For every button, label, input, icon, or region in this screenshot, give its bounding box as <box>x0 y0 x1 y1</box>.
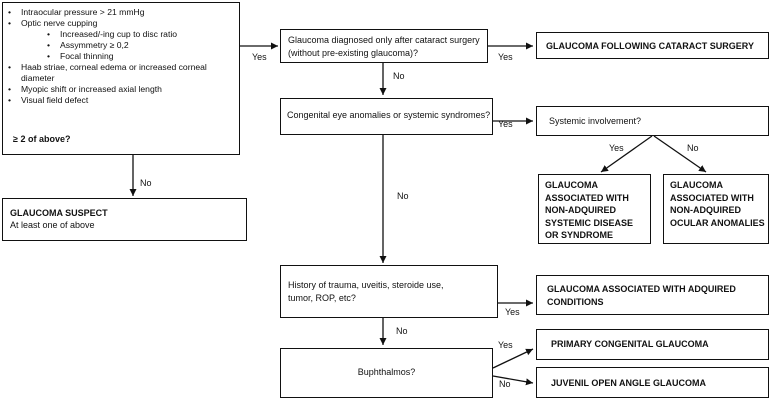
outcome-acquired-box: GLAUCOMA ASSOCIATED WITH ADQUIRED CONDIT… <box>536 275 769 315</box>
glaucoma-suspect-box: GLAUCOMA SUSPECT At least one of above <box>2 198 247 241</box>
label-no-congenital: No <box>397 191 409 201</box>
buphthalmos-question-box: Buphthalmos? <box>280 348 493 398</box>
criteria-item: Increased/-ing cup to disc ratio <box>3 29 239 40</box>
label-no-systemic: No <box>687 143 699 153</box>
buphthalmos-question: Buphthalmos? <box>357 367 416 377</box>
label-no-suspect: No <box>140 178 152 188</box>
cataract-question-box: Glaucoma diagnosed only after cataract s… <box>280 29 488 63</box>
label-yes-congenital: Yes <box>498 119 513 129</box>
arrow-buphthalmos-to-primary <box>492 348 534 369</box>
criteria-item: Haab striae, corneal edema or increased … <box>3 62 239 84</box>
criteria-list: Intraocular pressure > 21 mmHgOptic nerv… <box>3 7 239 106</box>
criteria-summary: ≥ 2 of above? <box>13 134 71 144</box>
label-yes-cataract: Yes <box>498 52 513 62</box>
label-no-cataract: No <box>393 71 405 81</box>
outcome-juvenile: JUVENIL OPEN ANGLE GLAUCOMA <box>551 378 707 388</box>
systemic-question-box: Systemic involvement? <box>536 106 769 136</box>
label-yes-criteria: Yes <box>252 52 267 62</box>
outcome-acquired: GLAUCOMA ASSOCIATED WITH ADQUIRED CONDIT… <box>547 284 736 307</box>
suspect-subtitle: At least one of above <box>10 220 95 230</box>
outcome-ocular-box: GLAUCOMA ASSOCIATED WITH NON-ADQUIRED OC… <box>663 174 769 244</box>
criteria-box: Intraocular pressure > 21 mmHgOptic nerv… <box>2 2 240 155</box>
arrow-systemic-to-ocular-outcome <box>653 135 707 173</box>
congenital-question-box: Congenital eye anomalies or systemic syn… <box>280 98 493 135</box>
trauma-question-box: History of trauma, uveitis, steroide use… <box>280 265 498 318</box>
criteria-item: Optic nerve cupping <box>3 18 239 29</box>
arrow-buphthalmos-to-juvenile <box>492 375 534 386</box>
criteria-item: Visual field defect <box>3 95 239 106</box>
label-no-buphthalmos: No <box>499 379 511 389</box>
cataract-question: Glaucoma diagnosed only after cataract s… <box>288 35 480 58</box>
outcome-systemic: GLAUCOMA ASSOCIATED WITH NON-ADQUIRED SY… <box>545 180 634 240</box>
label-no-trauma: No <box>396 326 408 336</box>
criteria-item: Intraocular pressure > 21 mmHg <box>3 7 239 18</box>
outcome-primary: PRIMARY CONGENITAL GLAUCOMA <box>551 339 709 349</box>
congenital-question: Congenital eye anomalies or systemic syn… <box>287 110 491 120</box>
outcome-ocular: GLAUCOMA ASSOCIATED WITH NON-ADQUIRED OC… <box>670 180 765 228</box>
outcome-juvenile-box: JUVENIL OPEN ANGLE GLAUCOMA <box>536 367 769 398</box>
outcome-systemic-box: GLAUCOMA ASSOCIATED WITH NON-ADQUIRED SY… <box>538 174 651 244</box>
criteria-item: Focal thinning <box>3 51 239 62</box>
label-yes-trauma: Yes <box>505 307 520 317</box>
trauma-question: History of trauma, uveitis, steroide use… <box>288 280 444 303</box>
criteria-item: Assymmetry ≥ 0,2 <box>3 40 239 51</box>
label-yes-systemic: Yes <box>609 143 624 153</box>
systemic-question: Systemic involvement? <box>549 116 642 126</box>
outcome-primary-box: PRIMARY CONGENITAL GLAUCOMA <box>536 329 769 360</box>
arrow-systemic-to-systemic-outcome <box>600 135 653 173</box>
label-yes-buphthalmos: Yes <box>498 340 513 350</box>
criteria-item: Myopic shift or increased axial length <box>3 84 239 95</box>
outcome-cataract-box: GLAUCOMA FOLLOWING CATARACT SURGERY <box>536 32 769 59</box>
suspect-title: GLAUCOMA SUSPECT <box>10 208 108 218</box>
outcome-cataract: GLAUCOMA FOLLOWING CATARACT SURGERY <box>546 41 754 51</box>
